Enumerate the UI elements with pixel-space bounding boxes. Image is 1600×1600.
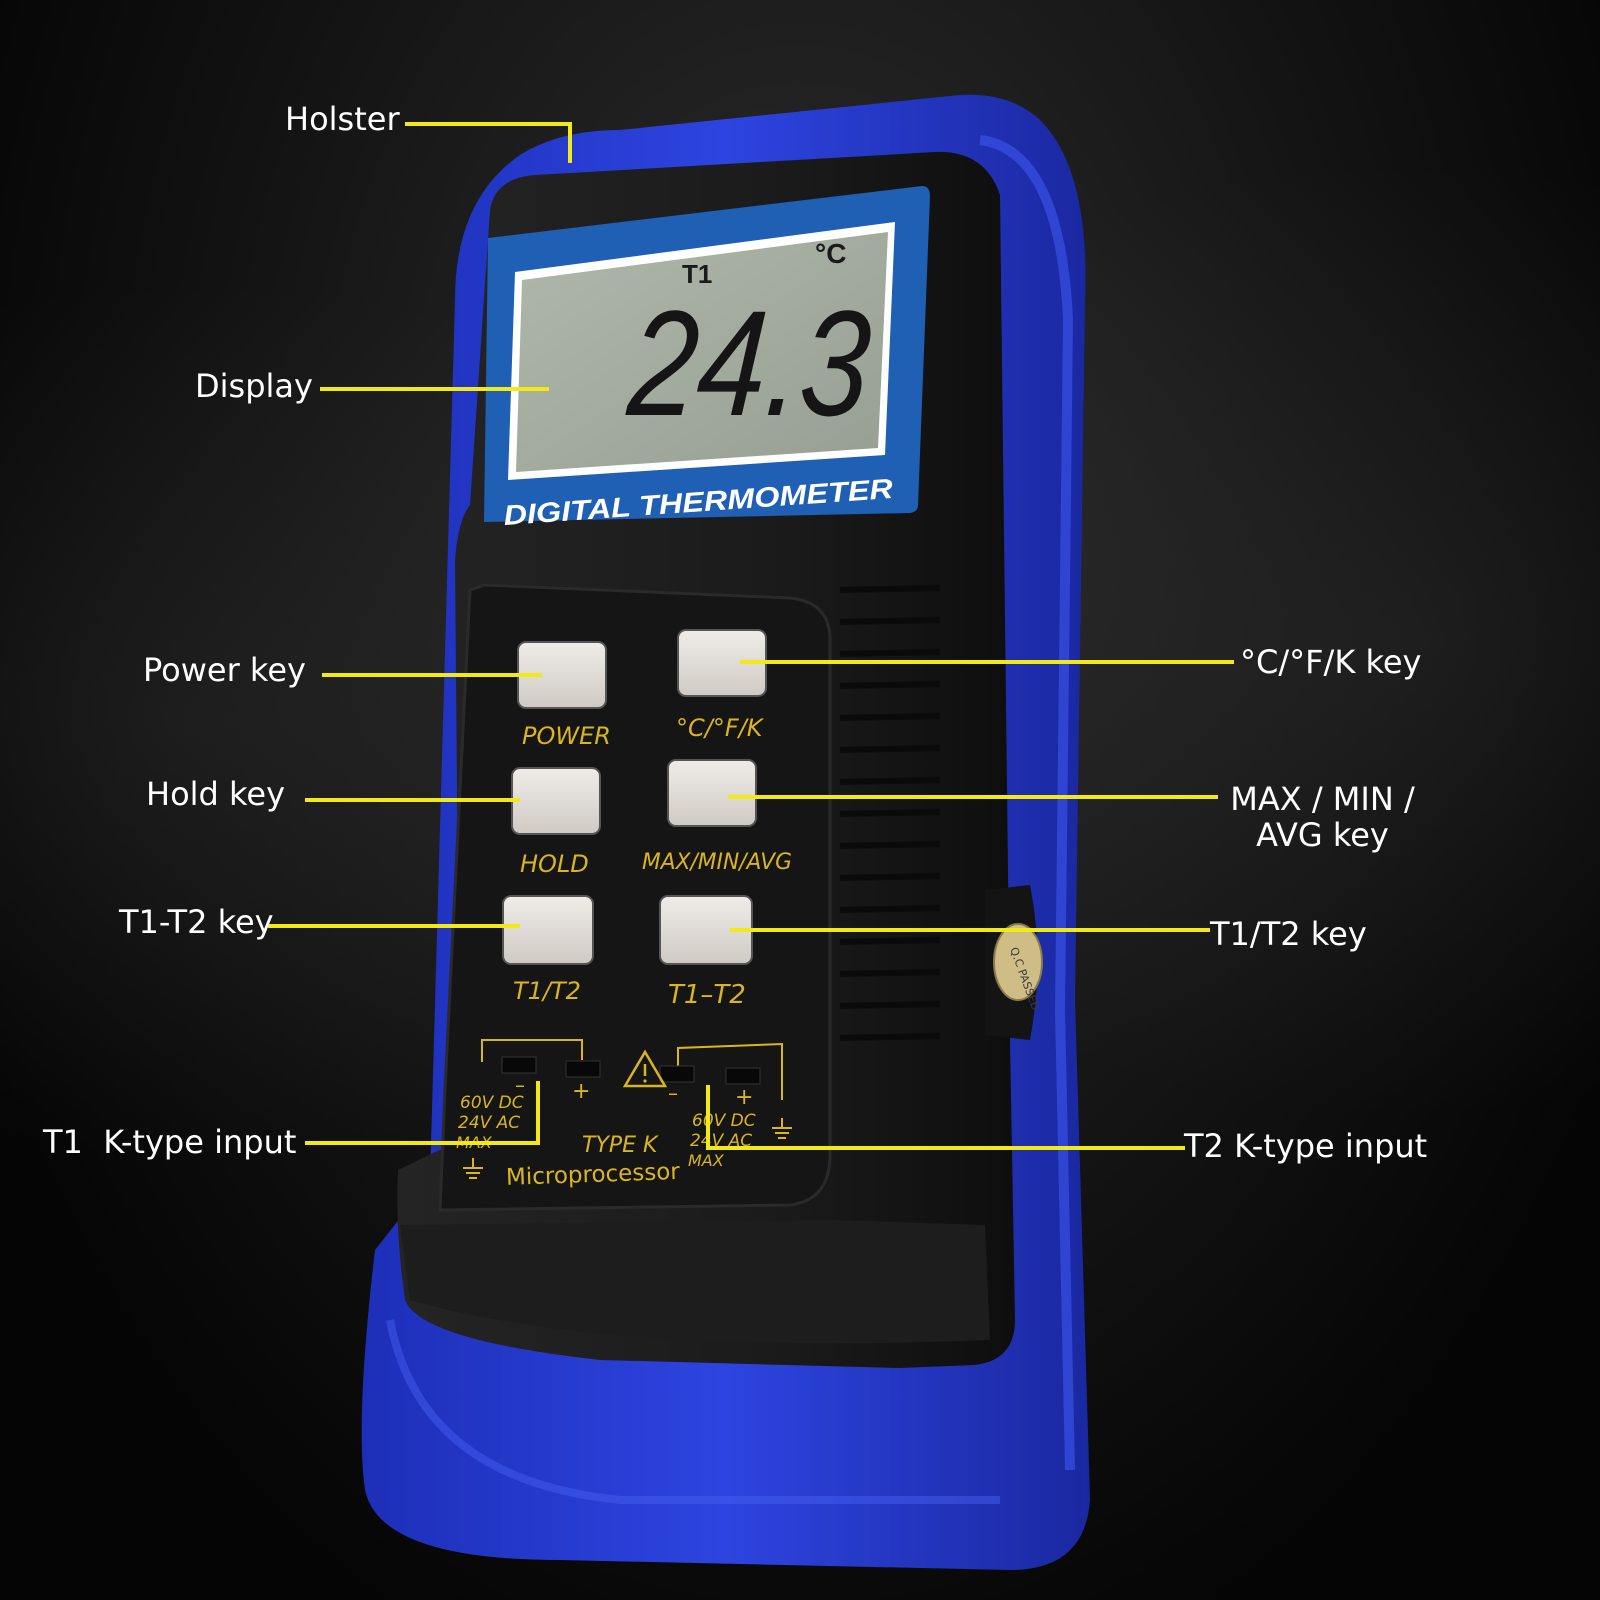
t1-plus-sign: + — [572, 1079, 590, 1104]
ground-icon-right — [772, 1118, 792, 1139]
qc-sticker: Q.C PASSED — [985, 885, 1043, 1040]
ground-icon — [463, 1158, 483, 1179]
holster-leader — [405, 122, 572, 163]
holster-callout: Holster — [285, 100, 400, 138]
t1t2-key[interactable] — [502, 895, 594, 965]
t1-input-callout: T1 K-type input — [43, 1123, 297, 1161]
maxminavg-key-callout-line2: AVG key — [1256, 816, 1389, 854]
t2-input-leader — [706, 1085, 1185, 1150]
unit-key-callout: °C/°F/K key — [1240, 643, 1422, 681]
input-jacks: – + – + 60V DC 24V AC MAX 60V DC 24V AC … — [456, 1039, 792, 1191]
keypad: POWER °C/°F/K HOLD MAX/MIN/AVG T1/T2 T1–… — [502, 629, 792, 1010]
unit-key-label: °C/°F/K — [676, 714, 765, 742]
t2-minus-jack[interactable] — [659, 1065, 695, 1083]
t2-plus-sign: + — [735, 1085, 753, 1110]
hold-key-label: HOLD — [520, 850, 589, 878]
side-grip-ribs — [839, 585, 941, 1041]
maxminavg-key-callout-line1: MAX / MIN / — [1230, 780, 1415, 818]
t1-minus-jack[interactable] — [501, 1056, 537, 1074]
t1t2-key-label: T1/T2 — [513, 977, 581, 1005]
t1-minus-t2-key-label: T1–T2 — [668, 980, 746, 1010]
t1-voltage-dc: 60V DC — [460, 1093, 524, 1113]
t2-voltage-dc: 60V DC — [692, 1111, 756, 1131]
t2-minus-sign: – — [668, 1081, 678, 1105]
processor-label: Microprocessor — [506, 1159, 681, 1191]
leader-lines — [268, 122, 1234, 1150]
t1t2-key-right-callout: T1/T2 key — [1210, 915, 1367, 953]
power-key-callout: Power key — [143, 651, 306, 689]
t2-input-callout: T2 K-type input — [1184, 1127, 1428, 1165]
t1-input-leader — [305, 1081, 540, 1145]
t2-max: MAX — [688, 1151, 725, 1170]
maxminavg-key-callout: MAX / MIN / AVG key — [1220, 781, 1425, 853]
hold-key[interactable] — [511, 767, 601, 835]
display: T1 °C 24.3 DIGITAL THERMOMETER — [484, 186, 930, 531]
t1-voltage-ac: 24V AC — [458, 1113, 520, 1133]
t2-plus-jack[interactable] — [725, 1067, 761, 1085]
display-channel: T1 — [682, 259, 712, 289]
maxminavg-key[interactable] — [667, 759, 757, 827]
display-unit: °C — [815, 238, 846, 269]
warning-icon — [622, 1049, 668, 1088]
maxminavg-key-label: MAX/MIN/AVG — [642, 850, 792, 875]
power-key-label: POWER — [522, 722, 611, 750]
display-callout: Display — [195, 367, 313, 405]
probe-type-label: TYPE K — [582, 1133, 659, 1158]
display-reading: 24.3 — [623, 279, 876, 447]
hold-key-callout: Hold key — [146, 775, 286, 813]
t1-minus-sign: – — [515, 1073, 525, 1097]
t1t2-key-left-callout: T1-T2 key — [119, 903, 274, 941]
t1-plus-jack[interactable] — [565, 1060, 601, 1078]
